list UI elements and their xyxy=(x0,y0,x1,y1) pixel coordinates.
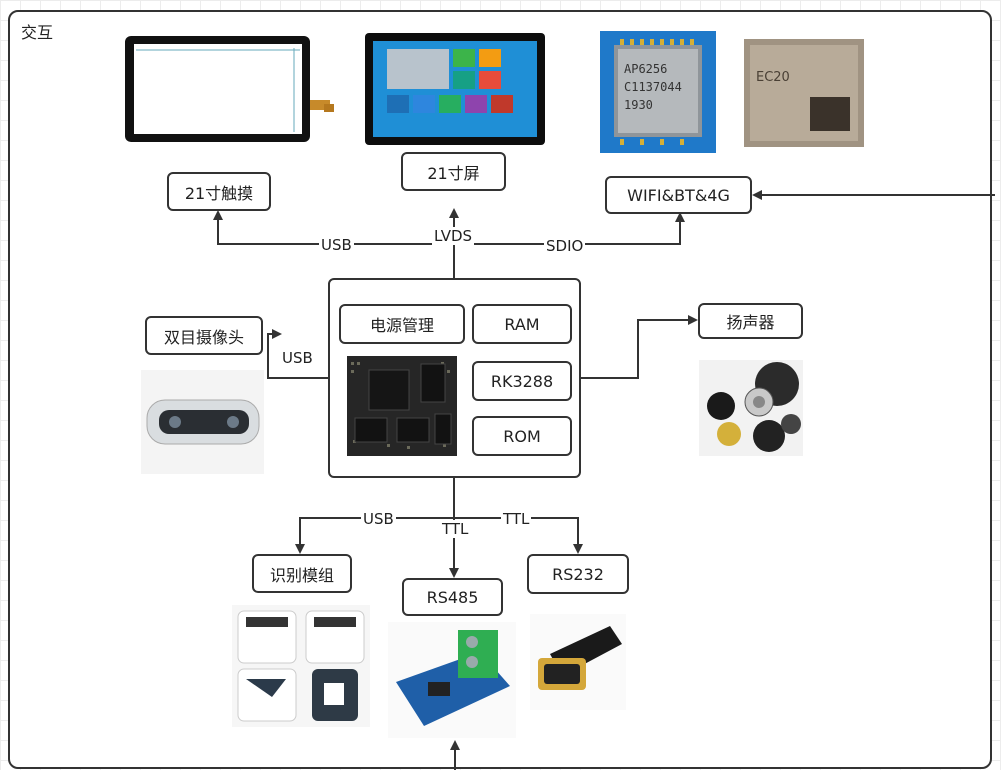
box-touch: 21寸触摸 xyxy=(167,172,271,211)
box-camera: 双目摄像头 xyxy=(145,316,263,355)
box-power: 电源管理 xyxy=(339,304,465,344)
box-rs232: RS232 xyxy=(527,554,629,594)
connector-usb-touch xyxy=(213,210,454,245)
box-screen: 21寸屏 xyxy=(401,152,506,191)
rs232-image xyxy=(530,614,626,710)
4g-module-image: EC20 xyxy=(744,39,864,147)
edge-label-ttl-rs485: TTL xyxy=(440,520,471,538)
box-rom: ROM xyxy=(472,416,572,456)
speaker-image xyxy=(699,360,803,456)
frame-title: 交互 xyxy=(21,23,54,42)
edge-label-ttl-rs232: TTL xyxy=(501,510,532,528)
connector-speaker xyxy=(581,315,698,379)
edge-label-usb-idmodule: USB xyxy=(361,510,396,528)
connector-sdio xyxy=(454,212,685,245)
box-wifi: WIFI&BT&4G xyxy=(605,176,752,214)
rs485-image xyxy=(388,622,516,738)
wifi-chip-text-3: 1930 xyxy=(624,98,653,112)
idmodule-image xyxy=(232,605,370,727)
edge-label-lvds: LVDS xyxy=(432,227,475,245)
box-soc: RK3288 xyxy=(472,361,572,401)
edge-label-usb-camera: USB xyxy=(280,349,315,367)
core-board-image xyxy=(347,356,457,456)
edge-label-sdio: SDIO xyxy=(544,237,586,255)
touch-panel-image xyxy=(124,34,338,144)
wifi-chip-text-1: AP6256 xyxy=(624,62,667,76)
edge-label-usb-touch: USB xyxy=(319,236,354,254)
connector-usb-camera xyxy=(267,329,330,379)
box-rs485: RS485 xyxy=(402,578,503,616)
4g-module-text: EC20 xyxy=(756,70,790,85)
box-speaker: 扬声器 xyxy=(698,303,803,339)
wifi-chip-image: AP6256 C1137044 1930 xyxy=(600,31,716,153)
screen-image xyxy=(365,33,545,145)
wifi-chip-text-2: C1137044 xyxy=(624,80,682,94)
box-idmodule: 识别模组 xyxy=(252,554,352,593)
camera-image xyxy=(141,370,264,474)
connector-ttl-rs232 xyxy=(454,517,583,554)
connector-usb-idmodule xyxy=(295,517,454,554)
box-ram: RAM xyxy=(472,304,572,344)
